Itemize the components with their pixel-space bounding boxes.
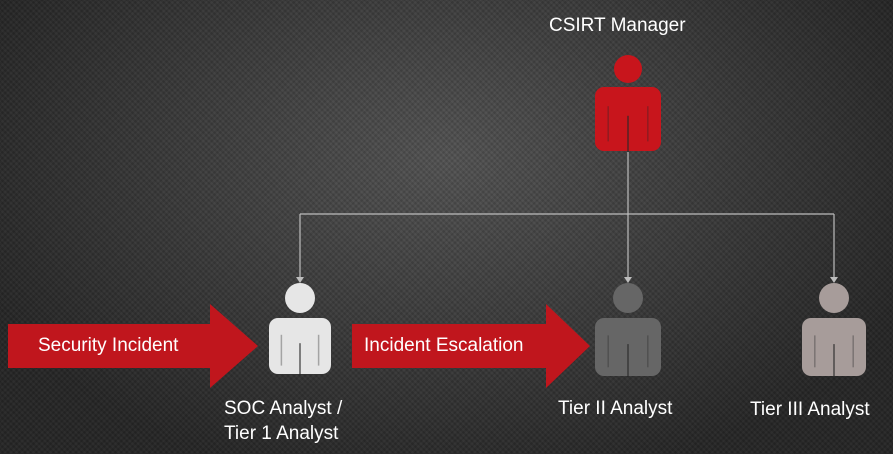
tier2-analyst-icon <box>595 283 661 377</box>
tier2-analyst-label: Tier II Analyst <box>558 398 673 419</box>
connector-arrowheads <box>296 277 838 283</box>
manager-label: CSIRT Manager <box>549 15 686 36</box>
arrowhead-tier2 <box>624 277 632 283</box>
security-incident-arrow <box>8 304 258 388</box>
incident-escalation-label: Incident Escalation <box>364 335 524 356</box>
connector-lines <box>299 152 835 278</box>
csirt-manager-icon <box>595 55 661 152</box>
arrowhead-tier3 <box>830 277 838 283</box>
tier1-analyst-label-line2: Tier 1 Analyst <box>224 423 339 444</box>
security-incident-label: Security Incident <box>38 335 179 356</box>
tier3-analyst-icon <box>802 283 866 377</box>
arrowhead-tier1 <box>296 277 304 283</box>
tier1-analyst-icon <box>269 283 331 375</box>
incident-escalation-arrow <box>352 304 590 388</box>
tier1-analyst-label-line1: SOC Analyst / <box>224 398 343 419</box>
tier3-analyst-label: Tier III Analyst <box>750 399 870 420</box>
